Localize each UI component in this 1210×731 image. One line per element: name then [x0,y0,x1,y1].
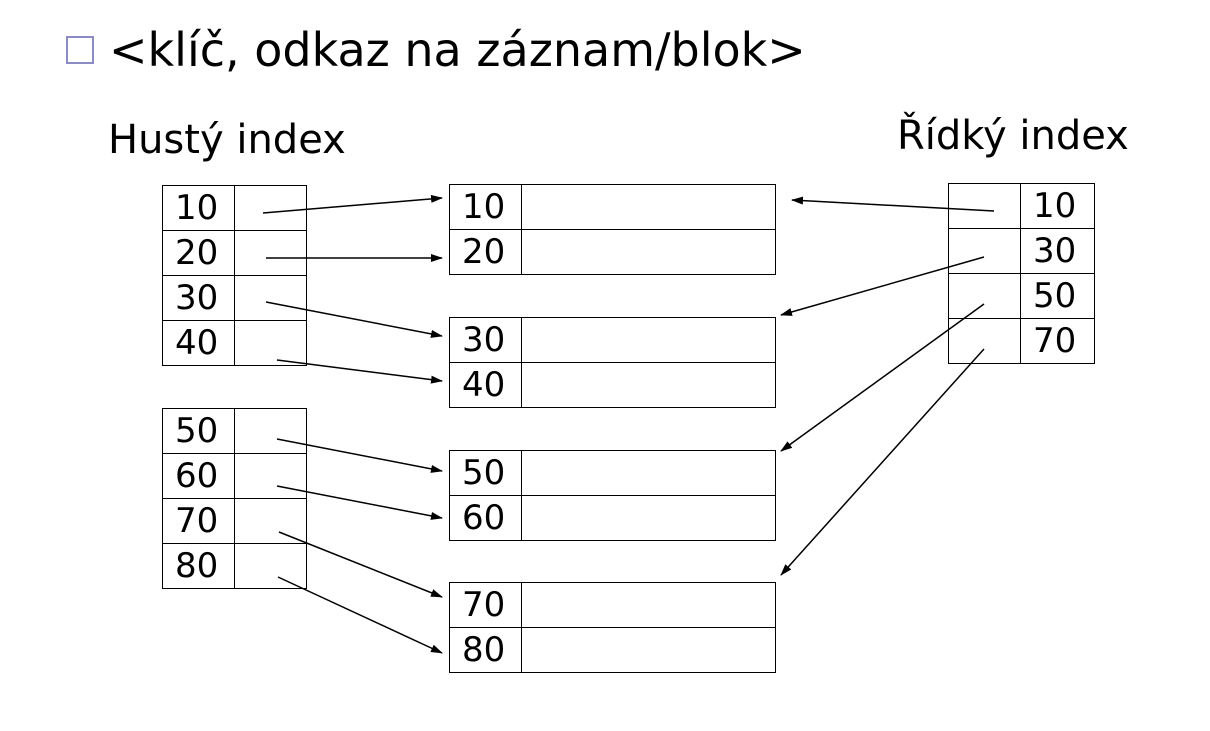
record-data [521,450,776,496]
dense-index-entry: 40 [162,320,307,366]
dense-index-entry: 20 [162,230,307,276]
record-key: 10 [449,184,522,230]
data-record: 40 [449,362,776,408]
dense-index-entry: 30 [162,275,307,321]
sparse-index-pointer [948,273,1021,319]
dense-index-pointer [234,543,307,589]
sparse-index-key: 50 [1020,273,1095,319]
sparse-index-entry: 70 [948,318,1095,364]
record-key: 70 [449,582,522,628]
dense-index-label: Hustý index [108,117,346,163]
dense-index-pointer [234,320,307,366]
dense-index-block-1: 10 20 30 40 [162,185,307,366]
data-block-4: 70 80 [449,582,776,673]
data-block-3: 50 60 [449,450,776,541]
dense-index-key: 30 [162,275,235,321]
dense-index-pointer [234,275,307,321]
record-data [521,184,776,230]
data-record: 80 [449,627,776,673]
dense-index-key: 20 [162,230,235,276]
bullet-square-icon [66,36,94,64]
data-block-1: 10 20 [449,184,776,275]
record-key: 30 [449,317,522,363]
dense-index-pointer [234,408,307,454]
data-record: 20 [449,229,776,275]
sparse-index-key: 10 [1020,183,1095,229]
sparse-index-entry: 50 [948,273,1095,319]
dense-index-entry: 10 [162,185,307,231]
dense-index-key: 50 [162,408,235,454]
record-key: 60 [449,495,522,541]
sparse-index-key: 30 [1020,228,1095,274]
dense-index-pointer [234,230,307,276]
sparse-index-key: 70 [1020,318,1095,364]
sparse-index-entry: 30 [948,228,1095,274]
dense-index-pointer [234,453,307,499]
sparse-index-pointer [948,318,1021,364]
bullet-text: <klíč, odkaz na záznam/blok> [109,23,806,77]
dense-index-entry: 50 [162,408,307,454]
sparse-index-table: 10 30 50 70 [948,183,1095,364]
data-block-2: 30 40 [449,317,776,408]
dense-index-key: 80 [162,543,235,589]
sparse-index-pointer [948,228,1021,274]
dense-index-key: 10 [162,185,235,231]
dense-index-pointer [234,498,307,544]
data-record: 10 [449,184,776,230]
data-record: 30 [449,317,776,363]
record-data [521,627,776,673]
record-data [521,362,776,408]
record-key: 80 [449,627,522,673]
record-key: 20 [449,229,522,275]
data-record: 60 [449,495,776,541]
record-data [521,317,776,363]
dense-index-entry: 70 [162,498,307,544]
sparse-index-pointer [948,183,1021,229]
record-data [521,229,776,275]
dense-index-block-2: 50 60 70 80 [162,408,307,589]
record-key: 50 [449,450,522,496]
data-record: 50 [449,450,776,496]
dense-index-pointer [234,185,307,231]
record-key: 40 [449,362,522,408]
record-data [521,582,776,628]
dense-index-entry: 60 [162,453,307,499]
data-record: 70 [449,582,776,628]
dense-index-entry: 80 [162,543,307,589]
record-data [521,495,776,541]
dense-index-key: 40 [162,320,235,366]
sparse-pointer-arrow [780,348,985,576]
dense-index-key: 70 [162,498,235,544]
sparse-index-entry: 10 [948,183,1095,229]
sparse-index-label: Řídký index [897,113,1129,159]
dense-index-key: 60 [162,453,235,499]
